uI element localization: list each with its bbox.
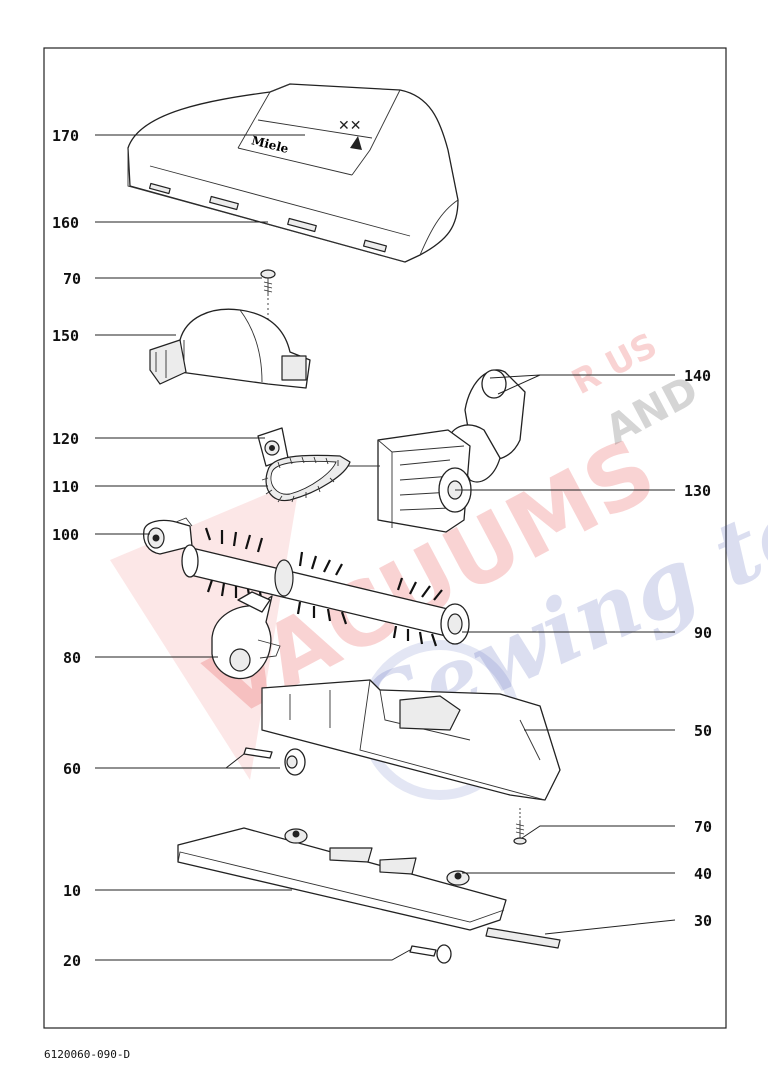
part-end-bracket-left [142,517,193,555]
label-120: 120 [52,430,79,448]
label-70-top: 70 [63,270,81,288]
label-20: 20 [63,952,81,970]
watermark-red-v-shape [110,480,300,780]
part-brush-roll [181,527,470,647]
cross-icon: ✕✕ [338,118,361,134]
triangle-icon [350,136,362,150]
label-90: 90 [694,624,712,642]
label-150: 150 [52,327,79,345]
part-top-cover: Miele ✕✕ [127,83,459,263]
leader-lines [95,134,676,961]
label-160: 160 [52,214,79,232]
label-130: 130 [684,482,711,500]
part-screw-top [260,269,276,322]
part-belt-guard [211,591,281,680]
part-small-wheel [409,944,452,964]
label-30: 30 [694,912,712,930]
label-80: 80 [63,649,81,667]
diagram-frame [43,47,727,1029]
label-50: 50 [694,722,712,740]
label-10: 10 [63,882,81,900]
part-motor-cover [149,308,311,389]
label-110: 110 [52,478,79,496]
callout-labels: 170 160 70 150 140 120 110 130 100 90 80… [52,127,712,970]
part-pulley-bracket [257,427,289,467]
part-rod [485,927,561,949]
label-140: 140 [684,367,711,385]
label-100: 100 [52,526,79,544]
label-70-lower: 70 [694,818,712,836]
drawing-code: 6120060-090-D [44,1048,131,1061]
part-wheel-axle [243,747,306,776]
part-main-housing [261,679,561,801]
part-drive-belt [261,454,351,503]
part-base-plate [177,827,507,931]
part-motor-assembly [340,369,526,533]
label-40: 40 [694,865,712,883]
label-170: 170 [52,127,79,145]
label-60: 60 [63,760,81,778]
part-screw-lower [513,808,527,845]
